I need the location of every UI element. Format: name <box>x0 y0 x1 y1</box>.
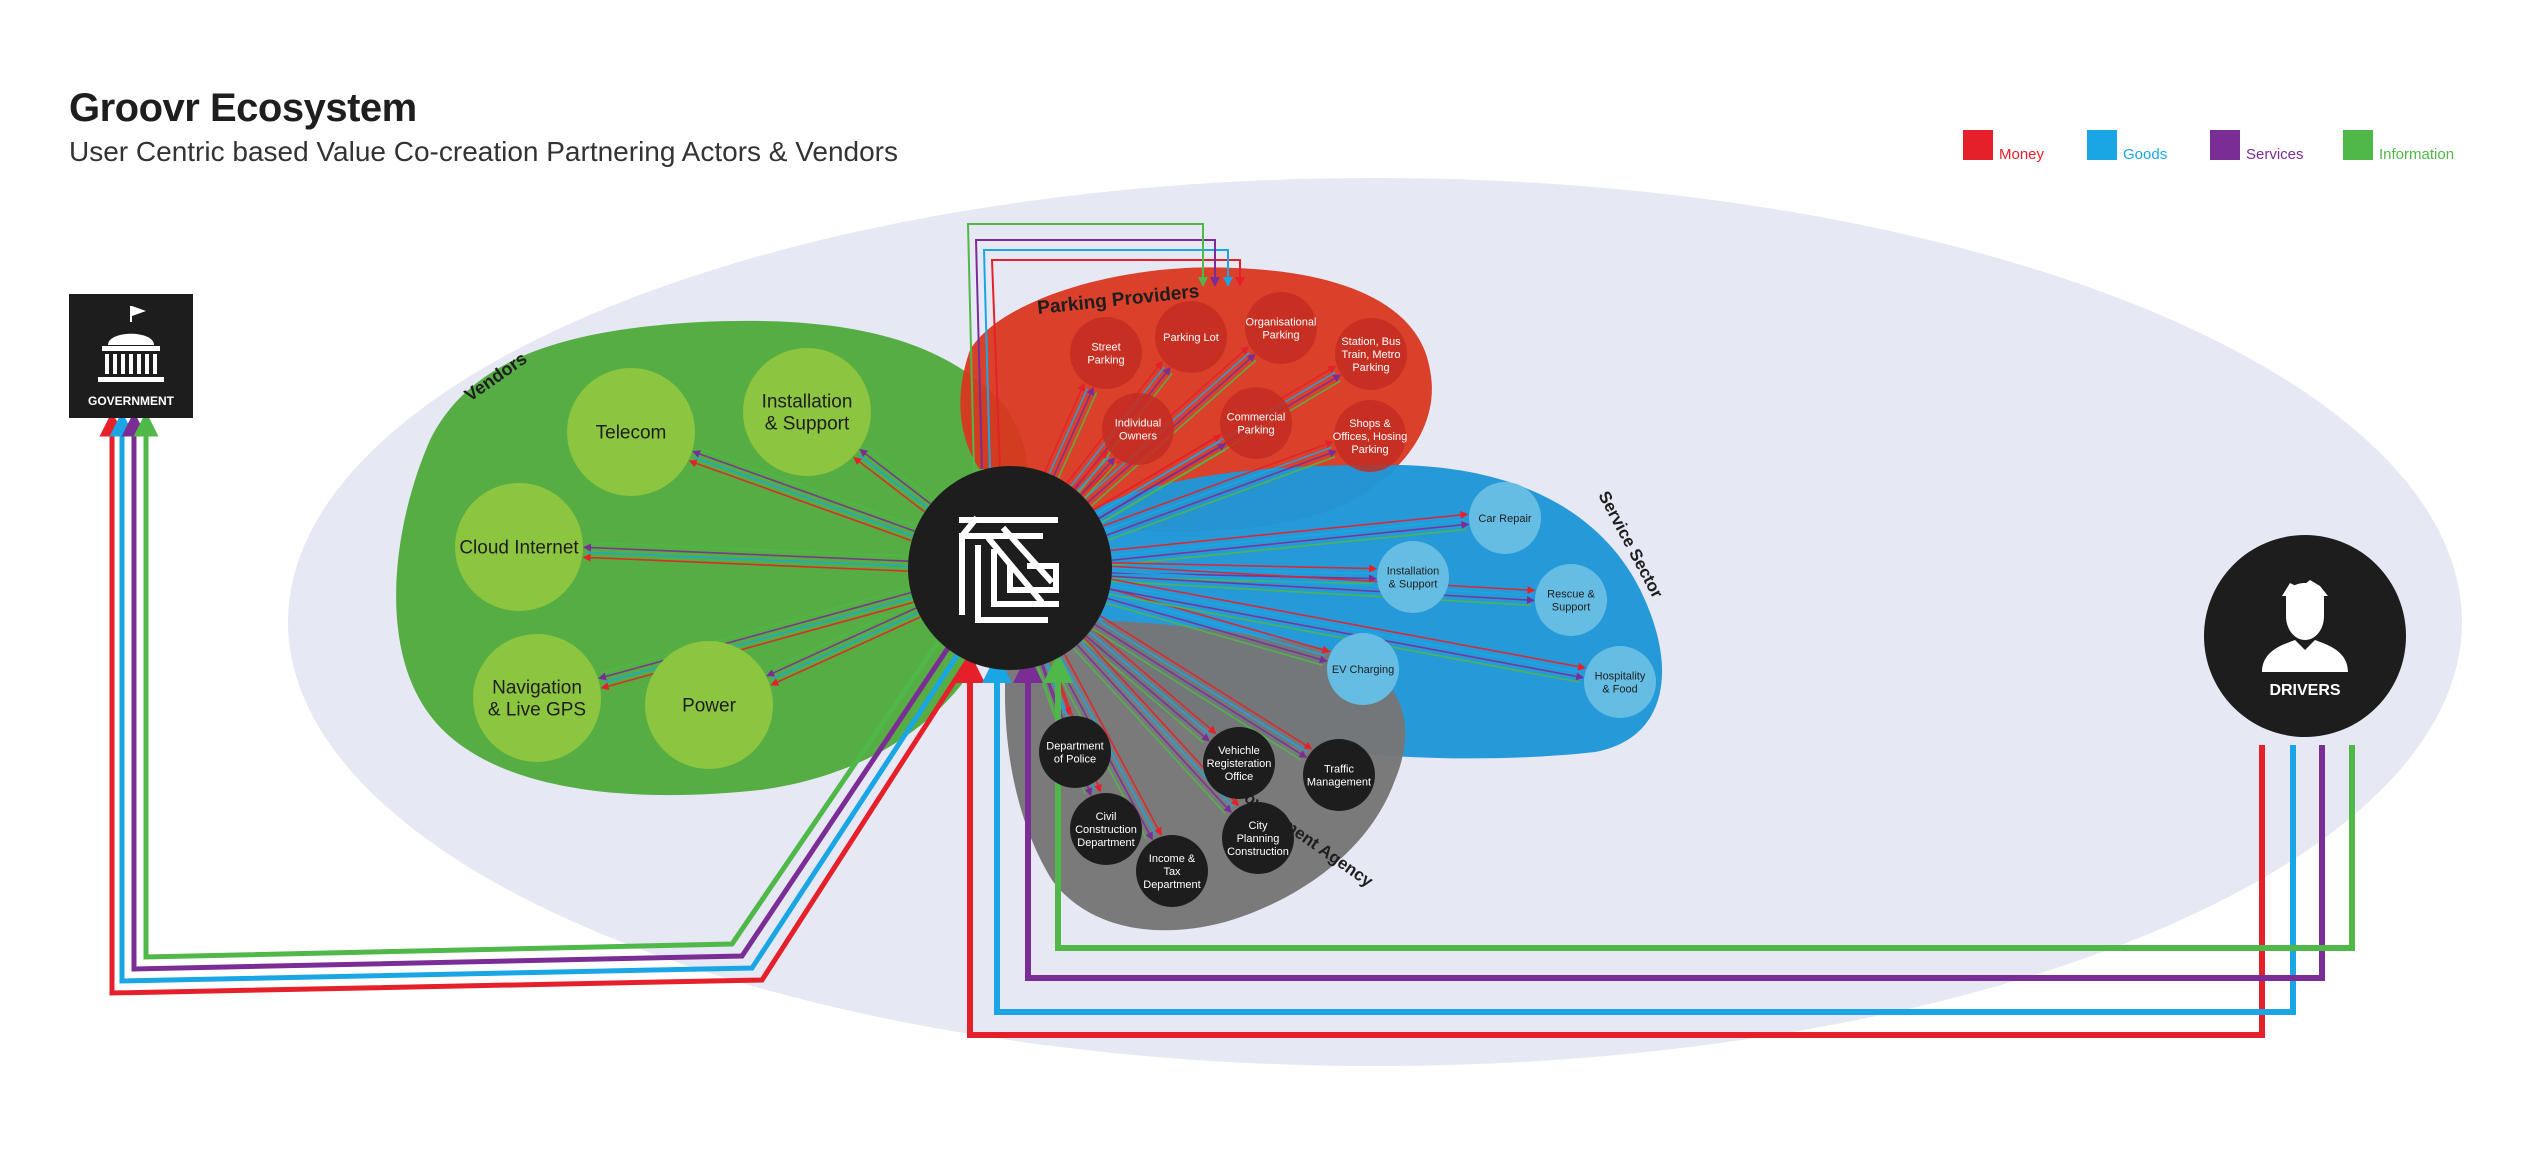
groovr-hub[interactable] <box>908 466 1112 670</box>
service-node-rescue[interactable]: Rescue &Support <box>1535 564 1607 636</box>
drivers-label: DRIVERS <box>2269 682 2340 699</box>
node-label: Hospitality& Food <box>1595 670 1646 695</box>
legend-services-label: Services <box>2246 146 2304 163</box>
government-actor[interactable]: GOVERNMENT <box>69 294 193 418</box>
node-label: Car Repair <box>1478 513 1532 525</box>
legend-services-swatch <box>2210 130 2240 160</box>
legend-money-swatch <box>1963 130 1993 160</box>
vendors-node-telecom[interactable]: Telecom <box>567 368 695 496</box>
node-label: Telecom <box>596 423 667 444</box>
page-title: Groovr Ecosystem <box>69 86 417 130</box>
page-subtitle: User Centric based Value Co-creation Par… <box>69 136 899 167</box>
node-label: Cloud Internet <box>459 538 579 559</box>
service-node-hospitality[interactable]: Hospitality& Food <box>1584 646 1656 718</box>
node-label: Navigation& Live GPS <box>488 678 586 721</box>
government-label: GOVERNMENT <box>88 394 175 408</box>
node-label: Installation& Support <box>1387 565 1440 590</box>
node-label: Parking Lot <box>1163 332 1219 344</box>
legend-money-label: Money <box>1999 146 2045 163</box>
vendors-node-installation[interactable]: Installation& Support <box>743 348 871 476</box>
legend-information-swatch <box>2343 130 2373 160</box>
legend-goods-label: Goods <box>2123 146 2168 163</box>
government-building-icon <box>98 306 164 382</box>
vendors-node-power[interactable]: Power <box>645 641 773 769</box>
vendors-node-cloud[interactable]: Cloud Internet <box>455 483 583 611</box>
groovr-logo-icon <box>959 515 1059 623</box>
node-label: Rescue &Support <box>1547 588 1595 613</box>
service-node-install-support[interactable]: Installation& Support <box>1377 541 1449 613</box>
service-node-car-repair[interactable]: Car Repair <box>1469 482 1541 554</box>
node-label: Installation& Support <box>762 392 853 435</box>
flow-lines <box>99 223 2355 1038</box>
legend-information-label: Information <box>2379 146 2455 163</box>
drivers-actor[interactable]: DRIVERS <box>2204 535 2406 737</box>
parking-node-lot[interactable]: Parking Lot <box>1155 301 1227 373</box>
node-label: Power <box>682 696 737 717</box>
driver-person-icon <box>2262 580 2348 672</box>
service-node-ev[interactable]: EV Charging <box>1327 633 1399 705</box>
legend-goods-swatch <box>2087 130 2117 160</box>
node-label: EV Charging <box>1332 664 1394 676</box>
vendors-node-navigation[interactable]: Navigation& Live GPS <box>473 634 601 762</box>
